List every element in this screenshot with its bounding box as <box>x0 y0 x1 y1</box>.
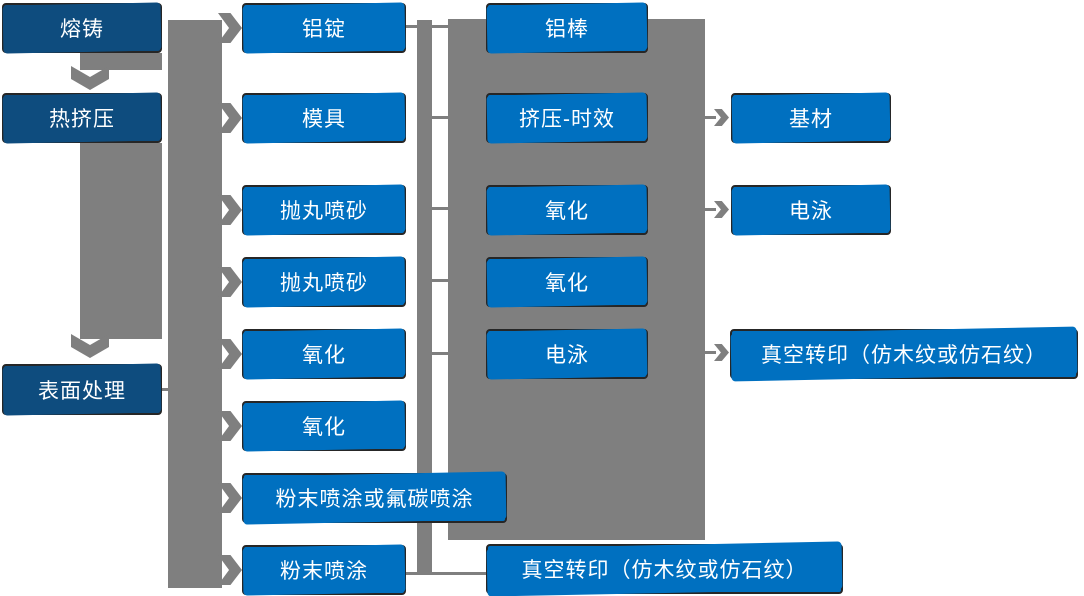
connector-line <box>430 116 450 119</box>
output-electrophoresis: 电泳 <box>731 185 891 235</box>
stage-surface-treatment: 表面处理 <box>2 364 162 415</box>
process-powder-coating: 粉末喷涂 <box>242 545 406 595</box>
process-shot-blasting-2: 抛丸喷砂 <box>242 257 406 307</box>
connector-line <box>430 352 450 355</box>
output-base-material: 基材 <box>731 93 891 143</box>
connector-line <box>430 279 450 282</box>
connector-line <box>406 25 450 28</box>
output-vacuum-transfer-print-bottom: 真空转印（仿木纹或仿石纹） <box>486 544 843 594</box>
process-oxidation-3: 氧化 <box>486 185 648 235</box>
arrow-right-icon <box>714 344 729 361</box>
connector-band-distribution <box>168 20 222 588</box>
arrow-right-icon <box>714 201 729 218</box>
stage-casting: 熔铸 <box>2 3 162 53</box>
arrow-right-icon <box>714 109 729 126</box>
process-electrophoresis: 电泳 <box>486 329 648 379</box>
connector-line <box>700 116 716 119</box>
stage-hot-extrusion: 热挤压 <box>2 93 162 143</box>
connector-band-extrusion-surface <box>80 143 162 339</box>
process-extrusion-aging: 挤压-时效 <box>486 93 648 143</box>
process-oxidation-2: 氧化 <box>242 401 406 451</box>
connector-line-surface-treatment <box>160 388 172 391</box>
connector-line <box>700 351 716 354</box>
process-oxidation-4: 氧化 <box>486 257 648 307</box>
process-aluminum-ingot: 铝锭 <box>242 3 406 53</box>
process-mold: 模具 <box>242 93 406 143</box>
connector-line <box>430 207 450 210</box>
process-aluminum-rod: 铝棒 <box>486 3 648 53</box>
process-oxidation-1: 氧化 <box>242 329 406 379</box>
connector-band-casting-extrusion <box>80 53 162 70</box>
connector-line-powder-to-transfer <box>406 572 488 575</box>
process-shot-blasting-1: 抛丸喷砂 <box>242 185 406 235</box>
connector-line <box>700 208 716 211</box>
output-vacuum-transfer-print: 真空转印（仿木纹或仿石纹） <box>730 329 1078 379</box>
connector-band-middle <box>417 20 432 573</box>
process-powder-or-fluorocarbon-coating: 粉末喷涂或氟碳喷涂 <box>242 473 507 523</box>
